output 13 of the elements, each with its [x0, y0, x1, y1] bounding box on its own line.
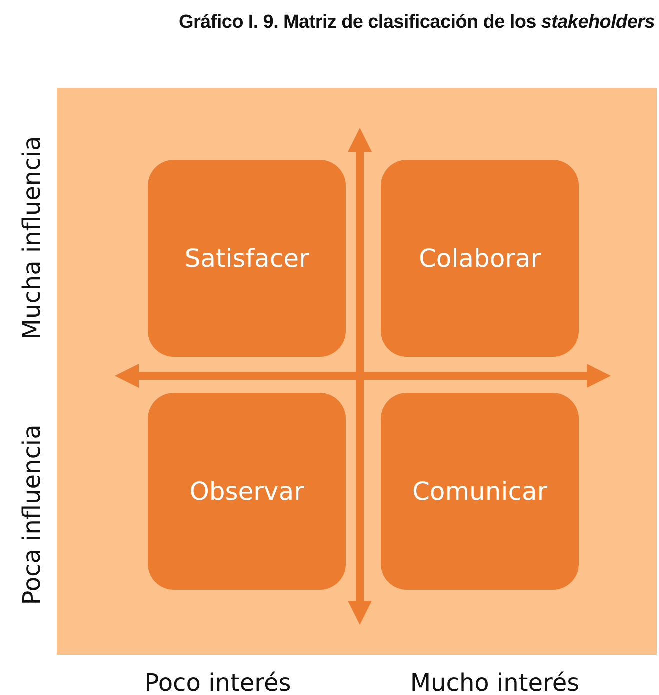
- axis-label: Poco interés: [144, 669, 292, 695]
- quadrant-box: [148, 393, 346, 590]
- quadrant-label: Comunicar: [412, 477, 548, 506]
- quadrant-box: [148, 160, 346, 357]
- chart-title: Gráfico I. 9. Matriz de clasificación de los stakeholders: [178, 12, 655, 34]
- quadrant-label: Colaborar: [418, 244, 542, 273]
- axis-label: Mucha influencia: [18, 136, 46, 340]
- axis-label: Mucho interés: [410, 669, 580, 695]
- quadrant-box: [381, 393, 579, 590]
- quadrant-label: Observar: [190, 477, 304, 506]
- quadrant-label: Satisfacer: [184, 244, 310, 273]
- quadrant-box: [381, 160, 579, 357]
- axis-label: Poca influencia: [18, 424, 46, 606]
